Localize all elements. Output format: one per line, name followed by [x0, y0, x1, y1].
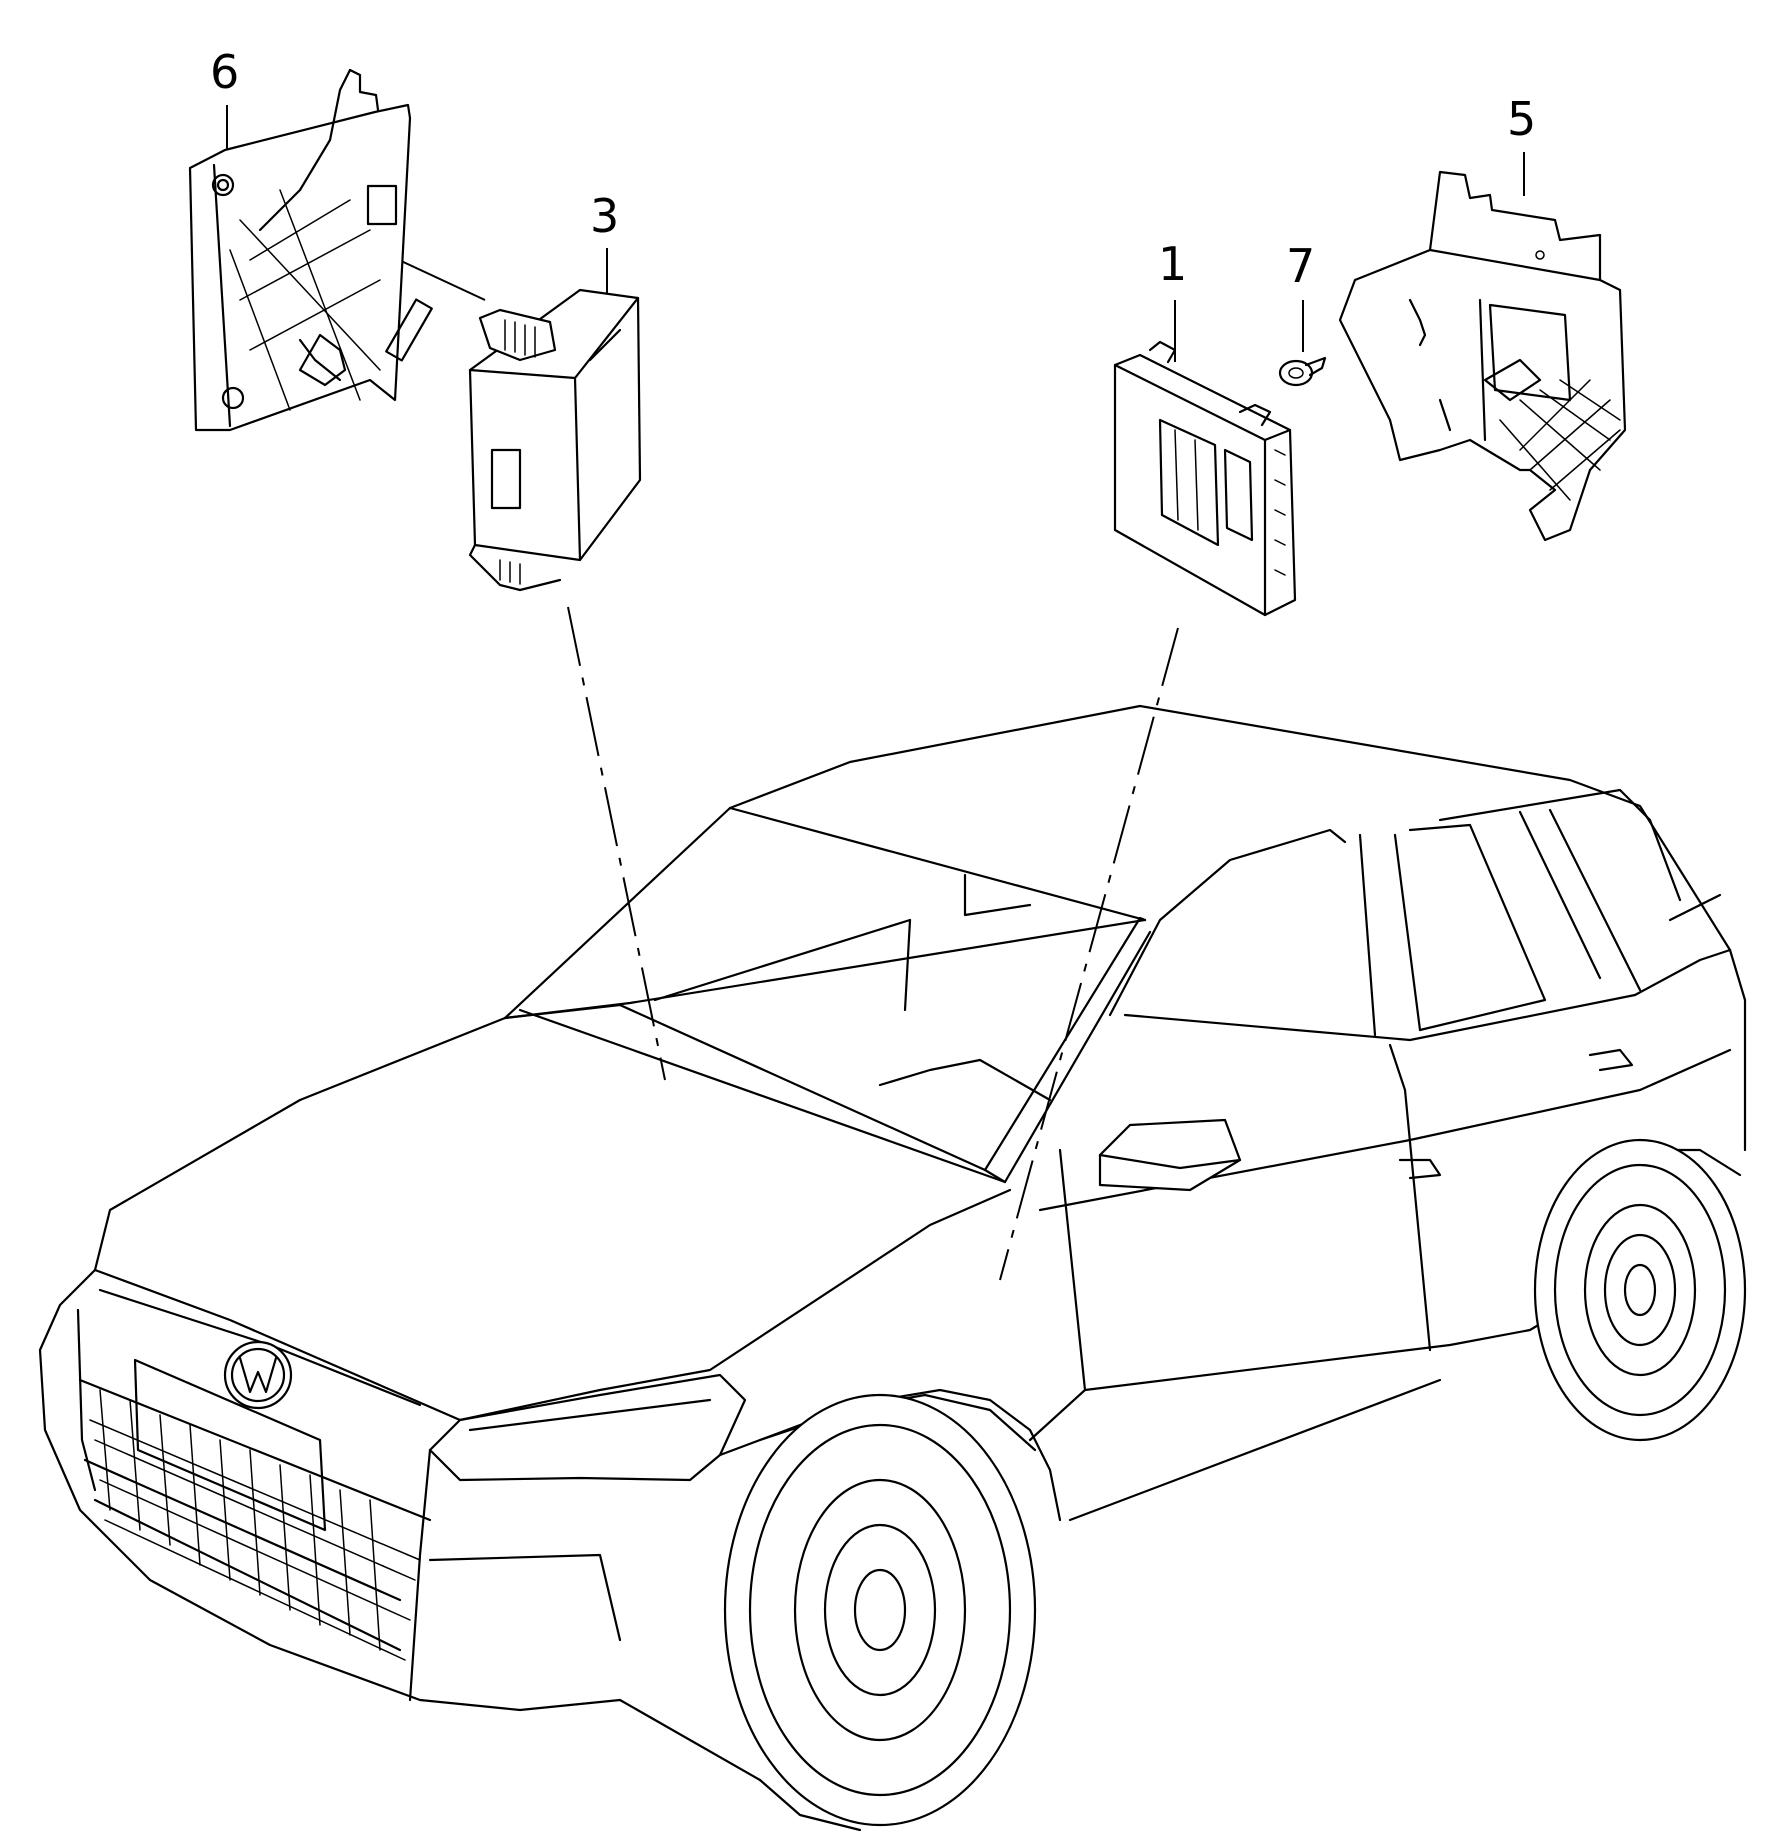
leader-lines: [226, 105, 1525, 362]
part-1-control-unit-drawing: [1113, 340, 1297, 617]
location-lines: [567, 606, 1179, 1281]
callout-5[interactable]: 5: [1507, 92, 1536, 146]
part-6-bracket-drawing: [188, 68, 433, 432]
car-drawing: [38, 704, 1747, 1832]
callout-6[interactable]: 6: [210, 45, 239, 99]
callout-3[interactable]: 3: [590, 189, 619, 243]
part-7-screw-drawing: [1278, 356, 1327, 387]
callout-7[interactable]: 7: [1286, 239, 1315, 293]
part-5-holder-drawing: [1338, 170, 1627, 542]
part-3-control-module-drawing: [468, 288, 642, 592]
callout-1[interactable]: 1: [1158, 237, 1187, 291]
